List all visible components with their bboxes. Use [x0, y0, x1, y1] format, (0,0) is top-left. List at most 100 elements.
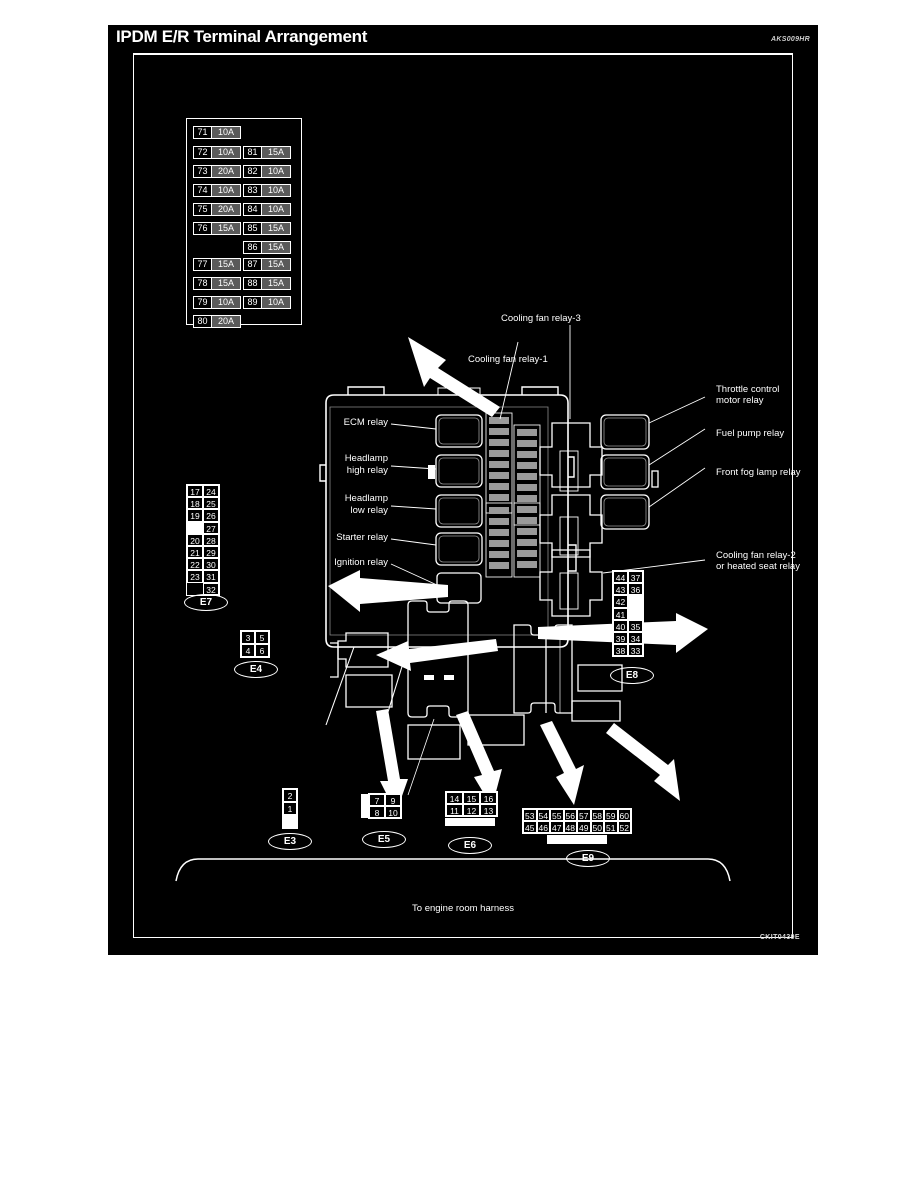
pin: 8 [369, 806, 385, 818]
figure-code: CKIT0439E [759, 934, 800, 941]
fuse-amperage: 15A [212, 223, 240, 234]
connector-E6-bar [445, 818, 495, 826]
fuse-amperage: 10A [262, 185, 290, 196]
fuse-amperage: 15A [212, 259, 240, 270]
pin: 45 [523, 821, 537, 833]
fuse-table-top-edge [186, 118, 302, 120]
label-starter-relay: Starter relay [336, 532, 388, 543]
fuse-amperage: 10A [212, 147, 240, 158]
pin: 11 [446, 804, 463, 816]
label-throttle-control-motor-relay-line1: Throttle control [716, 384, 780, 395]
pin: 53 [523, 809, 537, 821]
pin: 44 [613, 571, 628, 584]
fuse-number: 73 [194, 166, 212, 177]
fuse-number: 74 [194, 185, 212, 196]
pin: 56 [563, 809, 577, 821]
pin: 43 [613, 583, 628, 596]
pin: 5 [255, 631, 269, 644]
pin-blank [283, 815, 297, 828]
label-cooling-fan-relay-1: Cooling fan relay-1 [468, 354, 548, 365]
pin: 19 [187, 509, 203, 522]
connector-E3-tag: E3 [268, 833, 312, 850]
pin: 29 [203, 545, 219, 559]
fuse-amperage: 10A [262, 166, 290, 177]
frame-top-edge [133, 53, 793, 55]
pin: 47 [550, 821, 564, 833]
pin-blank [628, 595, 643, 608]
fuse-number: 83 [244, 185, 262, 196]
pin: 41 [613, 607, 628, 620]
pin: 38 [613, 644, 628, 657]
callout-arrows [328, 337, 708, 813]
pin: 57 [577, 809, 591, 821]
fuse-number: 81 [244, 147, 262, 158]
fuse-number: 84 [244, 204, 262, 215]
pin: 40 [613, 619, 628, 632]
pin: 9 [385, 794, 401, 806]
pin: 42 [613, 595, 628, 608]
label-front-fog-lamp-relay: Front fog lamp relay [716, 467, 801, 478]
label-headlamp-low-relay-line2: low relay [350, 505, 389, 516]
connector-E9-tag: E9 [566, 850, 610, 867]
fuse-amperage: 20A [212, 166, 240, 177]
pin: 37 [628, 571, 643, 584]
harness-caption: To engine room harness [412, 903, 514, 914]
pin: 36 [628, 583, 643, 596]
pin: 32 [203, 582, 219, 595]
label-ecm-relay: ECM relay [343, 417, 388, 428]
pin: 31 [203, 570, 219, 583]
fuse-number: 77 [194, 259, 212, 270]
reference-code: AKS009HR [771, 36, 810, 43]
fuse-amperage: 20A [212, 204, 240, 215]
pin: 10 [385, 806, 401, 818]
pin: 20 [187, 533, 203, 546]
fuse-number: 76 [194, 223, 212, 234]
fuse-number: 72 [194, 147, 212, 158]
figure-panel: IPDM E/R Terminal Arrangement AKS009HR C… [108, 25, 818, 955]
fuse-amperage: 15A [262, 278, 290, 289]
pin: 15 [463, 792, 480, 804]
pin: 48 [563, 821, 577, 833]
connector-E9-bar [547, 835, 607, 844]
pin: 54 [536, 809, 550, 821]
pin-blank [187, 521, 203, 534]
pin: 16 [480, 792, 497, 804]
pin: 27 [203, 521, 219, 534]
fuse-number: 78 [194, 278, 212, 289]
fuse-amperage: 15A [262, 242, 290, 253]
label-headlamp-low-relay-line1: Headlamp [344, 493, 388, 504]
pin: 25 [203, 497, 219, 510]
pin: 6 [255, 644, 269, 657]
pin: 50 [590, 821, 604, 833]
fuse-amperage: 10A [262, 204, 290, 215]
label-cooling-fan-relay-3: Cooling fan relay-3 [501, 313, 581, 324]
connector-E5-bar [361, 794, 368, 818]
